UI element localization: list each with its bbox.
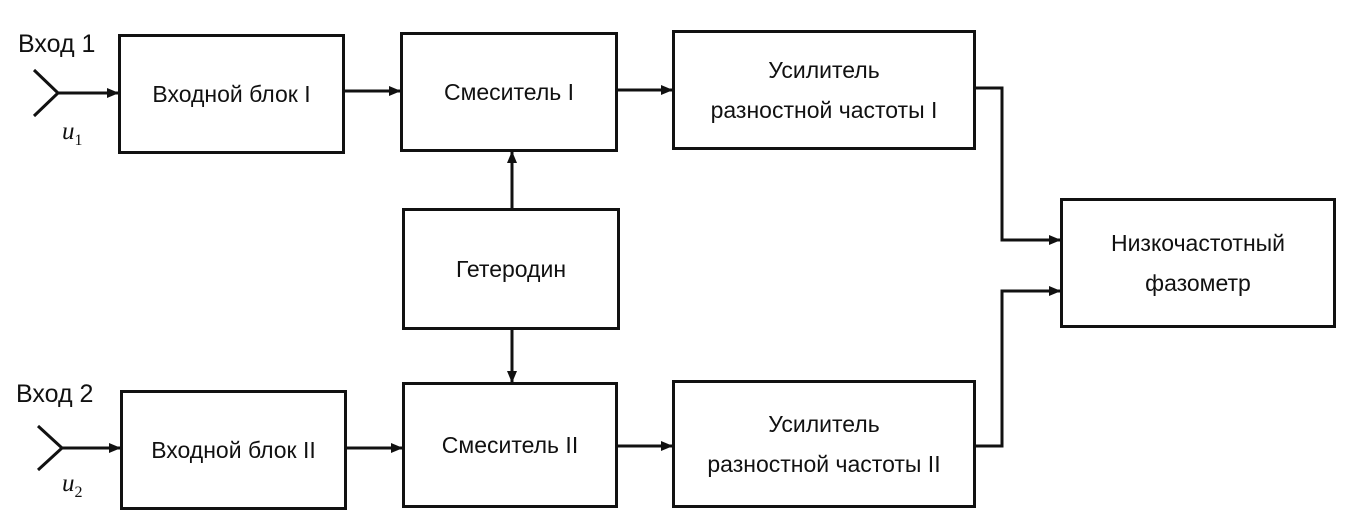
local-oscillator-label: Гетеродин: [455, 256, 567, 282]
amplifier-2-label-line1: Усилитель: [768, 411, 880, 437]
mixer-1: Смеситель I: [400, 32, 618, 152]
phasemeter-label-line2: фазометр: [1145, 270, 1251, 296]
input-1-symbol-sub: 1: [74, 132, 83, 149]
antenna-2-icon: [36, 424, 65, 472]
input-2-symbol-sub: 2: [74, 484, 83, 501]
input-2-symbol-letter: u: [62, 470, 75, 497]
amplifier-1-label-line2: разностной частоты I: [710, 97, 938, 123]
input-1-symbol-letter: u: [62, 118, 75, 145]
input-block-1: Входной блок I: [118, 34, 345, 154]
line-amp1-to-phasemeter: [976, 86, 1061, 245]
input-block-1-label: Входной блок I: [152, 81, 311, 107]
mixer-2: Смеситель II: [402, 382, 618, 508]
input-1-label: Вход 1: [18, 30, 96, 58]
antenna-1-icon: [32, 68, 61, 118]
phasemeter-label-line1: Низкочастотный: [1110, 230, 1286, 256]
input-block-2-label: Входной блок II: [151, 437, 316, 463]
amplifier-1-label-line1: Усилитель: [768, 57, 880, 83]
mixer-1-label: Смеситель I: [443, 79, 575, 105]
amplifier-2: Усилитель разностной частоты II: [672, 380, 976, 508]
amplifier-1: Усилитель разностной частоты I: [672, 30, 976, 150]
mixer-2-label: Смеситель II: [441, 432, 579, 458]
input-2-label: Вход 2: [16, 380, 94, 408]
input-2-symbol: u2: [62, 470, 83, 502]
local-oscillator: Гетеродин: [402, 208, 620, 330]
input-block-2: Входной блок II: [120, 390, 347, 510]
phasemeter: Низкочастотный фазометр: [1060, 198, 1336, 328]
input-1-symbol: u1: [62, 118, 83, 150]
line-amp2-to-phasemeter: [976, 286, 1061, 448]
amplifier-2-label-line2: разностной частоты II: [707, 451, 941, 477]
